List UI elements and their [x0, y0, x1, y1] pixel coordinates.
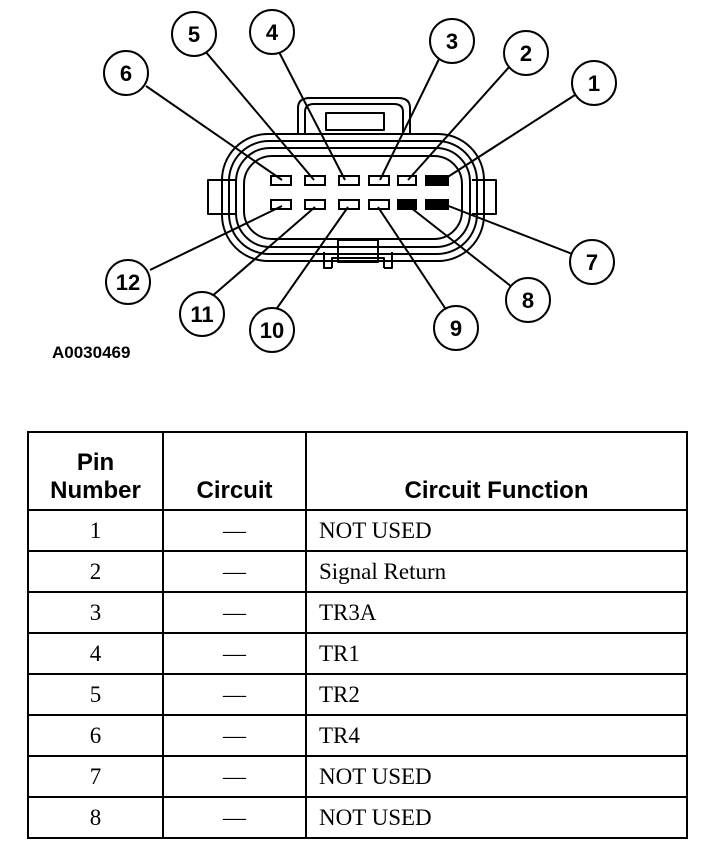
circuit-cell: —: [162, 509, 307, 552]
function-cell: NOT USED: [305, 755, 688, 798]
connector-diagram: 1 2 3 4 5 6 7 8 9 10 11 12 A0030469: [52, 9, 617, 362]
callout-10: 10: [260, 318, 284, 343]
pin-cell: 1: [27, 509, 164, 552]
function-cell: TR4: [305, 714, 688, 757]
callout-1: 1: [588, 71, 600, 96]
table-row: 6 — TR4: [27, 714, 688, 757]
function-cell: TR3A: [305, 591, 688, 634]
circuit-cell: —: [162, 673, 307, 716]
function-cell: NOT USED: [305, 509, 688, 552]
header-circuit: Circuit: [162, 431, 307, 511]
circuit-cell: —: [162, 591, 307, 634]
circuit-cell: —: [162, 796, 307, 839]
pin-cell: 2: [27, 550, 164, 593]
callout-7: 7: [586, 250, 598, 275]
table-row: 8 — NOT USED: [27, 796, 688, 839]
callout-12: 12: [116, 270, 140, 295]
terminal-row-top: [270, 175, 449, 186]
table-row: 2 — Signal Return: [27, 550, 688, 593]
function-cell: TR1: [305, 632, 688, 675]
table-row: 5 — TR2: [27, 673, 688, 716]
callout-6: 6: [120, 61, 132, 86]
table-row: 4 — TR1: [27, 632, 688, 675]
pin-cell: 4: [27, 632, 164, 675]
circuit-cell: —: [162, 632, 307, 675]
pin-cell: 5: [27, 673, 164, 716]
circuit-cell: —: [162, 714, 307, 757]
table-row: 1 — NOT USED: [27, 509, 688, 552]
table-row: 3 — TR3A: [27, 591, 688, 634]
function-cell: TR2: [305, 673, 688, 716]
callout-11: 11: [190, 302, 213, 327]
callout-5: 5: [188, 22, 200, 47]
pin-cell: 8: [27, 796, 164, 839]
header-circuit-function: Circuit Function: [305, 431, 688, 511]
function-cell: Signal Return: [305, 550, 688, 593]
pin-cell: 7: [27, 755, 164, 798]
function-cell: NOT USED: [305, 796, 688, 839]
pin-cell: 3: [27, 591, 164, 634]
figure-reference-id: A0030469: [52, 343, 130, 362]
callout-9: 9: [450, 316, 462, 341]
terminal-row-bottom: [270, 199, 449, 210]
callout-4: 4: [266, 20, 279, 45]
pin-cell: 6: [27, 714, 164, 757]
callout-3: 3: [446, 29, 458, 54]
table-row: 7 — NOT USED: [27, 755, 688, 798]
circuit-cell: —: [162, 755, 307, 798]
callout-8: 8: [522, 288, 534, 313]
callout-2: 2: [520, 41, 532, 66]
circuit-cell: —: [162, 550, 307, 593]
